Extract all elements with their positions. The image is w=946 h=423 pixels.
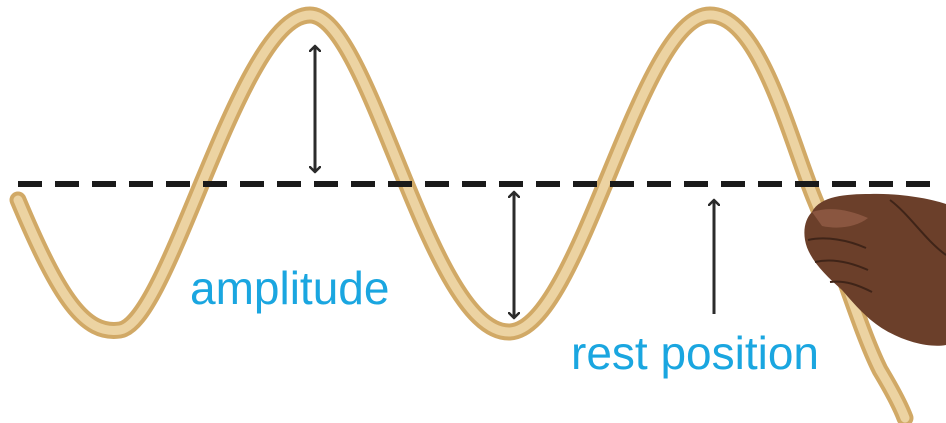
rest-position-label: rest position (571, 327, 820, 379)
hand-icon (804, 193, 946, 346)
amplitude-label: amplitude (190, 262, 390, 314)
